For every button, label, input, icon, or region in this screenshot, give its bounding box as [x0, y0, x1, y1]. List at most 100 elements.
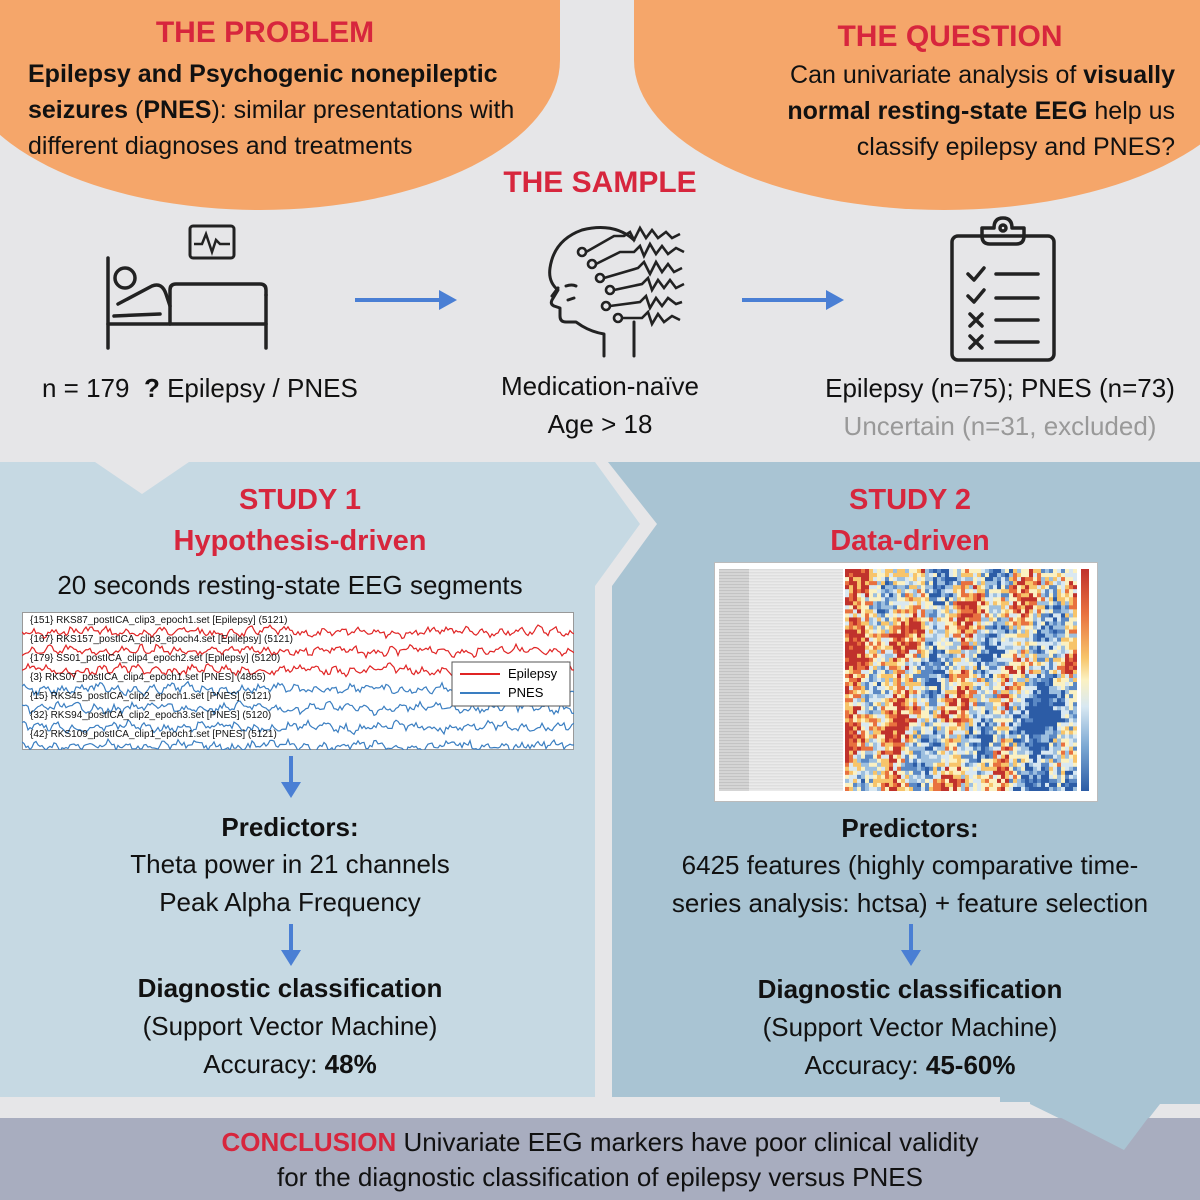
- heatmap-cell: [1033, 694, 1038, 699]
- heatmap-cell: [1045, 657, 1050, 663]
- question-text-post: help us classify epilepsy and PNES?: [856, 97, 1175, 161]
- heatmap-cell: [845, 730, 850, 735]
- heatmap-cell: [1033, 686, 1038, 691]
- heatmap-cell: [1045, 754, 1050, 760]
- heatmap-cell: [861, 669, 866, 675]
- heatmap-cell: [869, 645, 874, 651]
- heatmap-cell: [981, 585, 986, 590]
- heatmap-cell: [877, 629, 882, 634]
- heatmap-cell: [1009, 625, 1014, 630]
- heatmap-cell: [905, 665, 910, 671]
- heatmap-cell: [933, 722, 938, 727]
- heatmap-cell: [945, 782, 950, 788]
- heatmap-cell: [853, 758, 858, 764]
- heatmap-cell: [845, 673, 850, 679]
- heatmap-cell: [1025, 585, 1030, 590]
- heatmap-cell: [901, 625, 906, 630]
- heatmap-cell: [909, 782, 914, 788]
- heatmap-cell: [1069, 754, 1074, 760]
- heatmap-cell: [901, 774, 906, 780]
- heatmap-cell: [917, 722, 922, 727]
- heatmap-cell: [1057, 682, 1062, 687]
- heatmap-cell: [913, 569, 918, 574]
- heatmap-cell: [1065, 690, 1070, 695]
- heatmap-cell: [949, 714, 954, 719]
- heatmap-cell: [905, 641, 910, 647]
- heatmap-cell: [877, 754, 882, 760]
- heatmap-cell: [901, 730, 906, 735]
- heatmap-cell: [1033, 621, 1038, 626]
- heatmap-cell: [1057, 633, 1062, 639]
- heatmap-cell: [1037, 730, 1042, 735]
- heatmap-cell: [845, 661, 850, 667]
- eeg-trace: [22, 624, 574, 640]
- heatmap-cell: [1073, 673, 1077, 679]
- heatmap-cell: [981, 617, 986, 622]
- heatmap-cell: [1069, 601, 1074, 606]
- heatmap-cell: [845, 669, 850, 675]
- heatmap-cell: [861, 778, 866, 784]
- heatmap-cell: [1005, 657, 1010, 663]
- heatmap-cell: [1033, 653, 1038, 659]
- heatmap-cell: [901, 786, 906, 791]
- heatmap-cell: [845, 710, 850, 715]
- heatmap-cell: [993, 758, 998, 764]
- heatmap-cell: [985, 589, 990, 594]
- heatmap-cell: [1037, 629, 1042, 634]
- heatmap-cell: [1037, 738, 1042, 743]
- heatmap-cell: [1037, 581, 1042, 586]
- heatmap-cell: [945, 722, 950, 727]
- heatmap-cell: [1065, 782, 1070, 788]
- heatmap-cell: [953, 726, 958, 731]
- heatmap-cell: [921, 665, 926, 671]
- heatmap-cell: [1065, 605, 1070, 610]
- heatmap-cell: [909, 766, 914, 772]
- heatmap-cell: [885, 726, 890, 731]
- heatmap-cell: [865, 734, 870, 739]
- heatmap-cell: [973, 657, 978, 663]
- heatmap-cell: [917, 762, 922, 768]
- heatmap-cell: [889, 609, 894, 614]
- heatmap-cell: [1045, 750, 1050, 756]
- heatmap-cell: [849, 633, 854, 639]
- heatmap-cell: [889, 722, 894, 727]
- heatmap-cell: [1065, 778, 1070, 784]
- heatmap-cell: [1045, 573, 1050, 578]
- heatmap-cell: [1009, 653, 1014, 659]
- heatmap-cell: [1073, 758, 1077, 764]
- heatmap-cell: [1033, 682, 1038, 687]
- heatmap-cell: [873, 621, 878, 626]
- heatmap-cell: [969, 686, 974, 691]
- heatmap-cell: [869, 653, 874, 659]
- heatmap-cell: [941, 585, 946, 590]
- heatmap-cell: [897, 593, 902, 598]
- heatmap-cell: [1013, 766, 1018, 772]
- heatmap-cell: [925, 774, 930, 780]
- heatmap-cell: [961, 738, 966, 743]
- heatmap-cell: [1037, 726, 1042, 731]
- heatmap-cell: [981, 625, 986, 630]
- heatmap-cell: [973, 645, 978, 651]
- heatmap-cell: [857, 613, 862, 618]
- heatmap-cell: [1017, 577, 1022, 582]
- heatmap-cell: [929, 714, 934, 719]
- heatmap-cell: [1021, 710, 1026, 715]
- heatmap-cell: [881, 690, 886, 695]
- heatmap-cell: [937, 597, 942, 602]
- heatmap-cell: [1001, 682, 1006, 687]
- heatmap-cell: [1021, 661, 1026, 667]
- heatmap-cell: [1041, 629, 1046, 634]
- heatmap-cell: [993, 673, 998, 679]
- heatmap-cell: [1013, 746, 1018, 752]
- heatmap-cell: [901, 629, 906, 634]
- heatmap-cell: [849, 774, 854, 780]
- heatmap-cell: [941, 786, 946, 791]
- heatmap-cell: [849, 637, 854, 643]
- heatmap-cell: [1037, 786, 1042, 791]
- heatmap-cell: [917, 690, 922, 695]
- heatmap-cell: [877, 702, 882, 707]
- heatmap-cell: [945, 649, 950, 655]
- heatmap-cell: [881, 786, 886, 791]
- heatmap-cell: [889, 706, 894, 711]
- heatmap-cell: [969, 746, 974, 752]
